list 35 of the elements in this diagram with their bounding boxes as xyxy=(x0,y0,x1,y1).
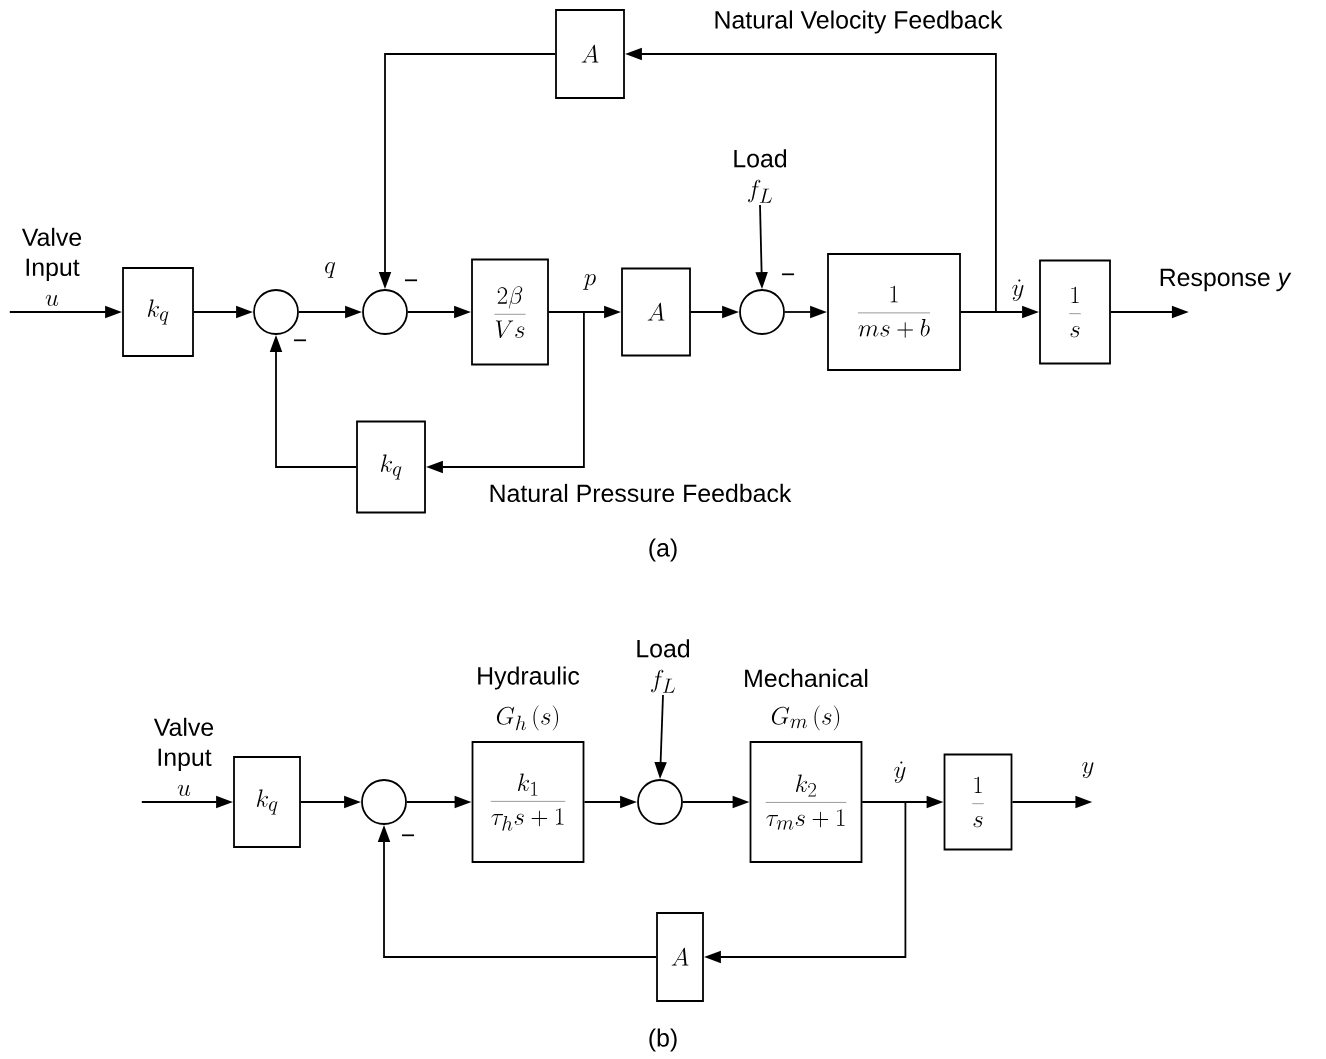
edge-label: $\dot{y}$ xyxy=(1010,278,1026,302)
transfer-function-box: $\frac{k_2}{\tau_m s+1}$ xyxy=(749,741,863,863)
panel-label: (b) xyxy=(649,1028,677,1052)
edge-label: $\dot{y}$ xyxy=(892,760,908,784)
block-heading: $G_h\,(s)$ xyxy=(496,705,559,731)
transfer-function-box: $A$ xyxy=(656,912,704,1002)
block-heading: Mechanical xyxy=(745,668,868,688)
transfer-function-box: $A$ xyxy=(555,9,625,99)
minus-sign: − xyxy=(404,279,418,282)
summing-junction xyxy=(637,779,683,825)
edge-label: $y$ xyxy=(1080,761,1096,779)
edge-label: Natural Velocity Feedback xyxy=(712,9,1004,35)
minus-sign: − xyxy=(293,339,307,342)
input-label: Valve Input $u$ xyxy=(153,717,214,797)
minus-sign: − xyxy=(401,834,415,837)
load-label: Load $f_L$ xyxy=(637,639,690,693)
transfer-function-box: $\frac{1}{s}$ xyxy=(1039,259,1111,365)
transfer-function-box: $\frac{k_1}{\tau_h s+1}$ xyxy=(471,741,585,863)
load-label: Load $f_L$ xyxy=(734,149,787,203)
edge-label: $q$ xyxy=(323,261,337,279)
transfer-function-box: $\frac{1}{s}$ xyxy=(943,753,1013,851)
panel-label: (a) xyxy=(649,538,677,562)
edge-label: Response y xyxy=(1157,267,1293,293)
edge-label: $p$ xyxy=(582,273,598,291)
edge-label: Natural Pressure Feedback xyxy=(487,482,793,504)
input-label: Valve Input $u$ xyxy=(21,227,82,307)
block-heading: $G_m\,(s)$ xyxy=(771,705,840,731)
transfer-function-box: $A$ xyxy=(621,267,691,357)
block-heading: Hydraulic xyxy=(478,666,580,690)
transfer-function-box: $k_q$ xyxy=(122,267,194,357)
transfer-function-box: $k_q$ xyxy=(356,420,426,514)
minus-sign: − xyxy=(781,273,795,276)
transfer-function-box: $\frac{2\beta}{Vs}$ xyxy=(471,258,549,366)
transfer-function-box: $k_q$ xyxy=(233,756,301,848)
transfer-function-box: $\frac{1}{ms+b}$ xyxy=(827,253,961,371)
